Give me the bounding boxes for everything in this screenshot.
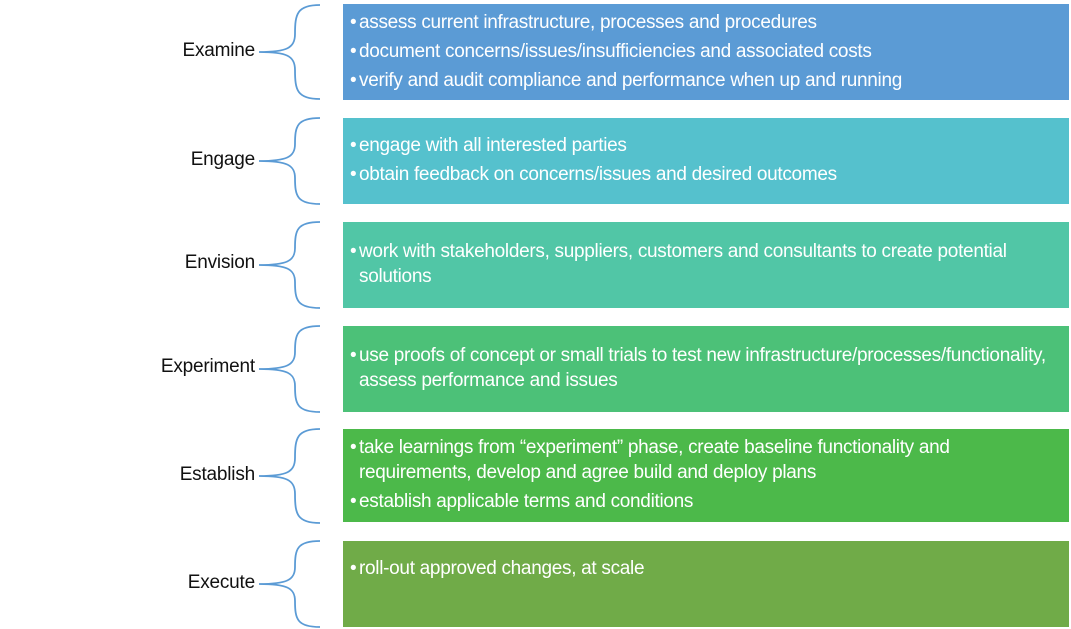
phase-box-establish: take learnings from “experiment” phase, … (343, 429, 1069, 522)
phase-box-experiment: use proofs of concept or small trials to… (343, 326, 1069, 412)
phase-box-execute: roll-out approved changes, at scale (343, 541, 1069, 627)
brace-icon (258, 117, 321, 205)
phase-label-examine: Examine (182, 40, 255, 61)
phase-box-examine: assess current infrastructure, processes… (343, 4, 1069, 100)
phase-label-execute: Execute (187, 572, 255, 593)
phase-box-engage: engage with all interested parties obtai… (343, 118, 1069, 204)
bullet-item: document concerns/issues/insufficiencies… (350, 39, 1061, 64)
brace-icon (258, 428, 321, 524)
brace-icon (258, 325, 321, 413)
phase-box-envision: work with stakeholders, suppliers, custo… (343, 222, 1069, 308)
bullet-item: verify and audit compliance and performa… (350, 68, 1061, 93)
bullet-item: establish applicable terms and condition… (350, 489, 1061, 514)
brace-icon (258, 221, 321, 309)
bullet-item: assess current infrastructure, processes… (350, 10, 1061, 35)
phase-label-experiment: Experiment (160, 356, 255, 377)
phase-label-engage: Engage (190, 149, 256, 170)
bullet-item: use proofs of concept or small trials to… (350, 343, 1061, 393)
bullet-item: engage with all interested parties (350, 133, 1061, 158)
brace-icon (258, 540, 321, 628)
bullet-item: roll-out approved changes, at scale (350, 556, 1061, 581)
bullet-item: work with stakeholders, suppliers, custo… (350, 239, 1061, 289)
bullet-item: take learnings from “experiment” phase, … (350, 435, 1061, 485)
phase-label-establish: Establish (179, 464, 255, 485)
brace-icon (258, 4, 321, 100)
bullet-item: obtain feedback on concerns/issues and d… (350, 162, 1061, 187)
phase-label-envision: Envision (184, 252, 255, 273)
